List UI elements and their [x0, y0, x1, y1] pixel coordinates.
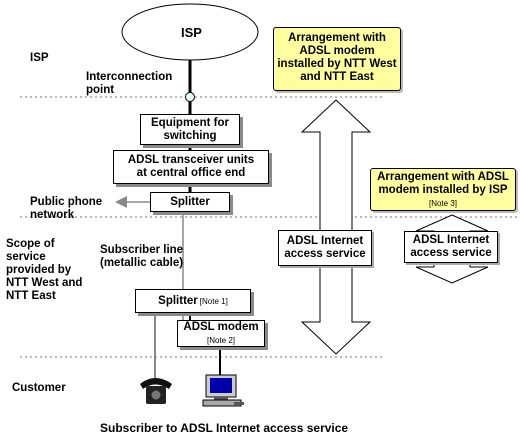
- computer-icon: [202, 374, 244, 407]
- subscriber-line-label: Subscriber line(metallic cable): [100, 244, 184, 269]
- isp-cloud-label: ISP: [181, 25, 202, 40]
- telephone-icon: [140, 378, 172, 404]
- zone-label-customer: Customer: [12, 382, 66, 394]
- zone-label-isp: ISP: [30, 52, 49, 64]
- ntt-service-arrow: [300, 99, 372, 355]
- interconnection-point-node: [185, 92, 195, 102]
- splitter-co-box: Splitter: [150, 192, 230, 212]
- splitter-customer-box: Splitter[Note 1]: [135, 289, 251, 313]
- footer-caption: Subscriber to ADSL Internet access servi…: [100, 421, 349, 435]
- adsl-modem-box: ADSL modem [Note 2]: [177, 320, 265, 347]
